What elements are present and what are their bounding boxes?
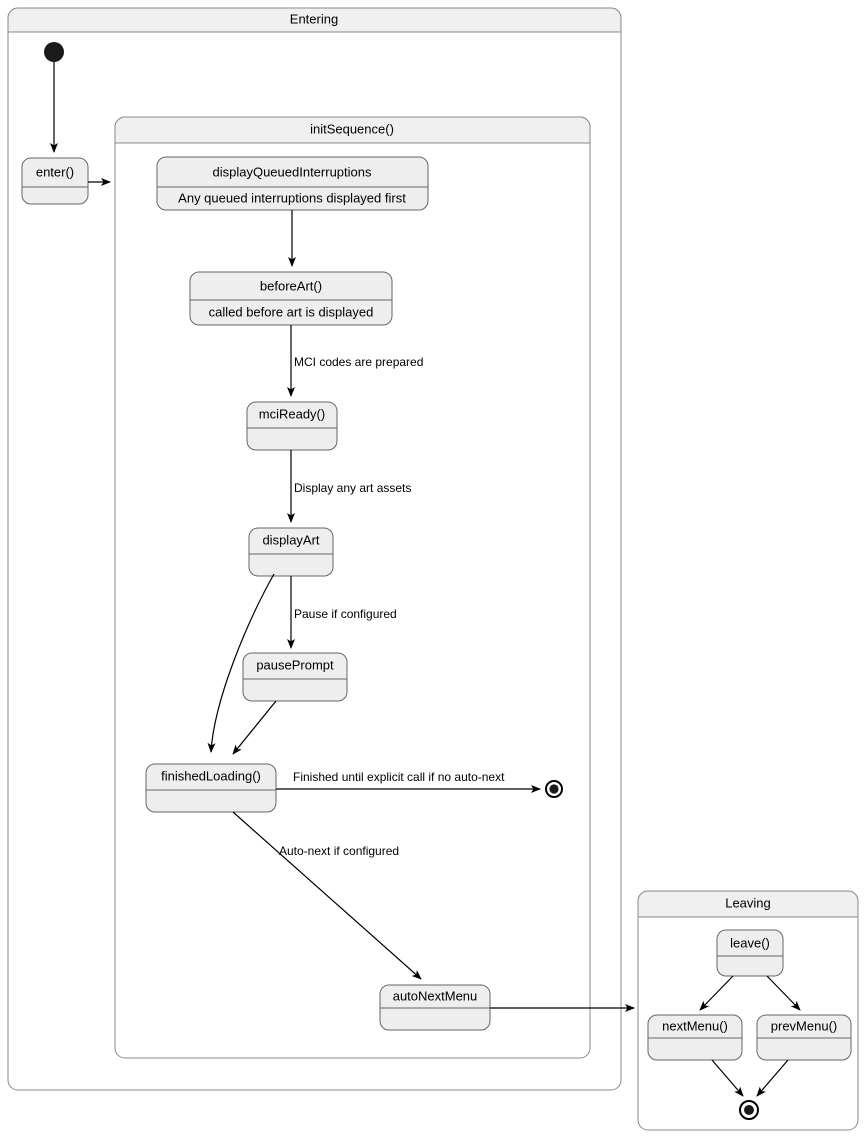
edge-pauseprompt-to-finishedloading (232, 700, 277, 755)
edge-label-auto-next-if-configured: Auto-next if configured (279, 844, 399, 858)
state-enter-name: enter() (36, 164, 74, 179)
composite-state-init-sequence[interactable]: initSequence() (114, 116, 591, 1059)
leaving-title-label: Leaving (725, 895, 771, 910)
state-autonextmenu-name: autoNextMenu (393, 988, 478, 1003)
init-sequence-body (114, 116, 591, 1059)
state-beforeart-name: beforeArt() (260, 278, 322, 293)
edge-displayart-to-finishedloading (207, 573, 275, 753)
composite-state-leaving[interactable]: Leaving (637, 890, 859, 1131)
state-finished-loading[interactable]: finishedLoading() (145, 763, 277, 813)
state-pauseprompt-box (242, 652, 348, 702)
final-state-init-sequence[interactable] (545, 780, 563, 798)
init-sequence-title-bar (114, 116, 591, 144)
final-state-leaving[interactable] (739, 1100, 759, 1120)
init-sequence-title-label: initSequence() (310, 121, 394, 136)
state-next-menu[interactable]: nextMenu() (647, 1014, 743, 1061)
state-dqi-name: displayQueuedInterruptions (213, 164, 372, 179)
state-nextmenu-name: nextMenu() (662, 1018, 728, 1033)
state-before-art[interactable]: beforeArt() called before art is display… (189, 271, 393, 326)
final-state-inner-dot (549, 784, 559, 794)
state-mci-ready[interactable]: mciReady() (246, 401, 338, 451)
edge-label-display-art-assets: Display any art assets (294, 481, 411, 495)
state-leave-box (716, 929, 784, 977)
state-display-queued-interruptions[interactable]: displayQueuedInterruptions Any queued in… (156, 156, 429, 211)
state-enter[interactable]: enter() (21, 157, 89, 205)
state-leave-name: leave() (730, 935, 770, 950)
state-prev-menu[interactable]: prevMenu() (756, 1014, 852, 1061)
state-finishedloading-box (145, 763, 277, 813)
edge-finishedloading-to-autonextmenu (232, 811, 422, 980)
leaving-body (637, 890, 859, 1131)
edge-label-pause-if-configured: Pause if configured (294, 607, 397, 621)
final-state-leaving-inner-dot (744, 1105, 754, 1115)
edge-nextmenu-to-final (711, 1059, 744, 1097)
edge-label-finished-until-explicit: Finished until explicit call if no auto-… (293, 770, 505, 784)
state-dqi-description: Any queued interruptions displayed first (178, 190, 406, 205)
state-mciready-name: mciReady() (259, 406, 325, 421)
state-leave[interactable]: leave() (716, 929, 784, 977)
entering-title-bar (7, 7, 622, 33)
edge-leave-to-nextmenu (699, 975, 734, 1011)
state-pause-prompt[interactable]: pausePrompt (242, 652, 348, 702)
state-displayart-name: displayArt (262, 532, 319, 547)
state-prevmenu-name: prevMenu() (771, 1018, 837, 1033)
edge-label-mci-codes-prepared: MCI codes are prepared (294, 355, 423, 369)
state-mciready-box (246, 401, 338, 451)
state-auto-next-menu[interactable]: autoNextMenu (379, 984, 491, 1031)
initial-state-node[interactable] (44, 42, 64, 62)
state-finishedloading-name: finishedLoading() (161, 768, 261, 783)
state-beforeart-description: called before art is displayed (209, 304, 374, 319)
state-enter-box (21, 157, 89, 205)
entering-title-label: Entering (290, 11, 338, 26)
state-pauseprompt-name: pausePrompt (256, 657, 334, 672)
edge-prevmenu-to-final (756, 1059, 789, 1097)
state-display-art[interactable]: displayArt (248, 527, 334, 577)
edge-leave-to-prevmenu (766, 975, 801, 1011)
leaving-title-bar (637, 890, 859, 918)
